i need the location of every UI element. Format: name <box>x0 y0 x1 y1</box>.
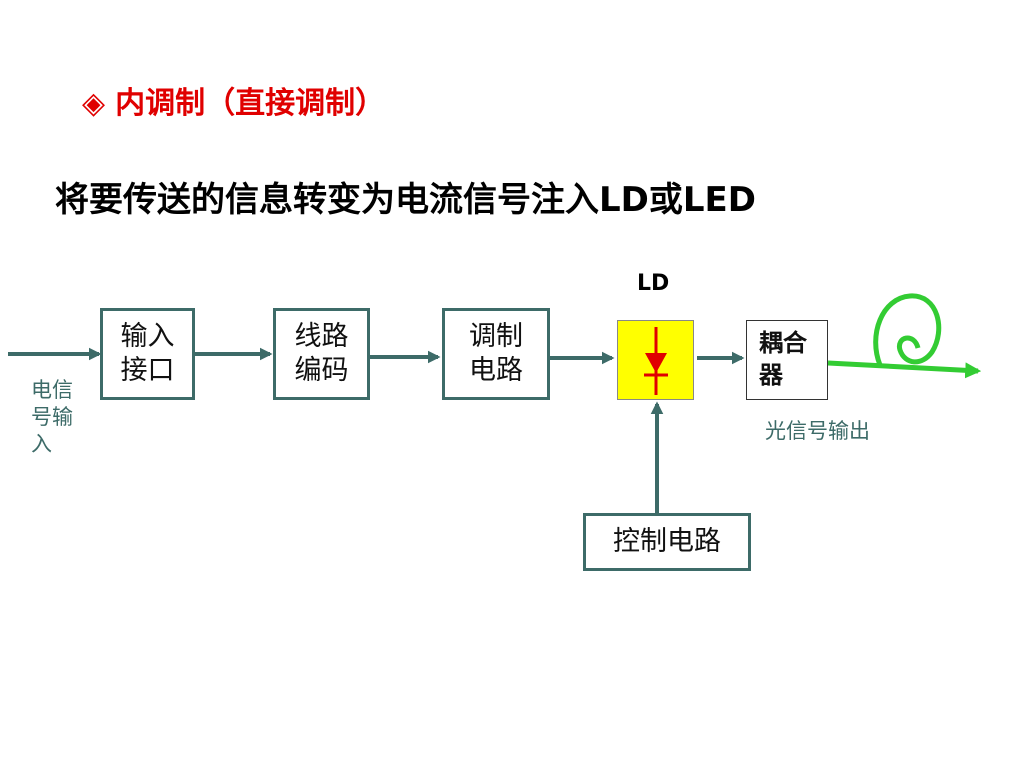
slide-title-text: 内调制（直接调制） <box>115 86 386 121</box>
line-coding-block: 线路编码 <box>273 308 370 400</box>
slide-subtitle: 将要传送的信息转变为电流信号注入LD或LED <box>55 180 756 220</box>
input-signal-label: 电信号输入 <box>31 378 73 456</box>
diamond-bullet-icon: ◈ <box>82 86 106 121</box>
control-circuit-block: 控制电路 <box>583 513 751 571</box>
slide-title: ◈ 内调制（直接调制） <box>82 78 385 122</box>
modulation-circuit-label: 调制电路 <box>469 321 523 386</box>
ld-label: LD <box>637 271 670 296</box>
fiber-output-arrow <box>827 360 982 379</box>
diode-icon <box>644 327 668 395</box>
coupler-block: 耦合器 <box>746 320 828 400</box>
output-signal-label: 光信号输出 <box>765 419 870 443</box>
modulation-circuit-block: 调制电路 <box>442 308 550 400</box>
control-circuit-label: 控制电路 <box>613 526 721 557</box>
input-interface-label: 输入接口 <box>120 321 175 386</box>
coupler-label: 耦合器 <box>759 328 807 389</box>
ld-block <box>617 320 694 400</box>
input-interface-block: 输入接口 <box>100 308 195 400</box>
line-coding-label: 线路编码 <box>294 321 349 386</box>
fiber-coil <box>873 293 942 366</box>
